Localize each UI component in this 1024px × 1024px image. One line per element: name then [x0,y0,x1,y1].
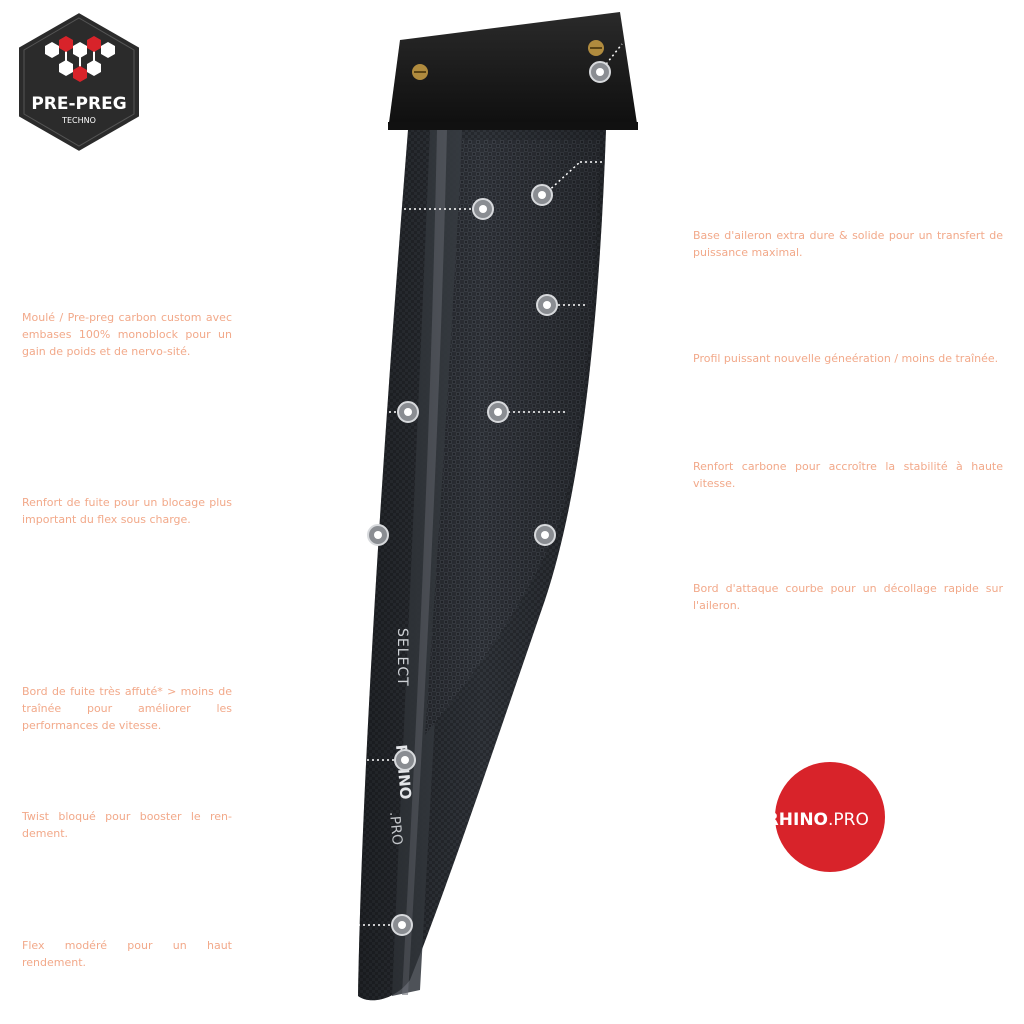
molecule-icon [45,36,115,82]
note-moderate-flex: Flex modéré pour un haut rendement. [22,939,232,969]
white-dot-marker [534,524,556,546]
callout-markers [367,61,611,936]
note-trailing-reinforcement: Renfort de fuite pour un blocage plus im… [22,496,232,526]
pre-preg-subtitle: TECHNO [61,116,96,125]
white-dot-marker [394,749,416,771]
screw-icon [412,64,428,80]
note-monoblock-base: Moulé / Pre-preg carbon custom avec emba… [22,311,232,358]
white-dot-marker [397,401,419,423]
note-sharp-trailing-edge: Bord de fuite très affuté* > moins de tr… [22,685,232,732]
rhino-pro-bold: RHINO [770,810,828,830]
screw-icon [588,40,604,56]
note-hard-base: Base d'aileron extra dure & solide pour … [693,229,1003,259]
fin-base [388,12,638,130]
rhino-pro-circle-logo [775,762,885,872]
note-locked-twist: Twist bloqué pour booster le ren-dement. [22,810,232,840]
rhino-pro-thin: .PRO [828,810,869,830]
white-dot-marker [391,914,413,936]
callout-lines [358,43,623,926]
white-dot-marker [367,524,389,546]
white-dot-marker [589,61,611,83]
white-dot-marker [536,294,558,316]
white-dot-marker [472,198,494,220]
rhino-pro-badge: RHINO .PRO [770,762,885,872]
fin-model-thin: .PRO [386,811,405,846]
fin-brand-text: SELECT [394,628,410,687]
carbon-reinforcement-panel [425,140,600,735]
pre-preg-badge: PRE-PREG TECHNO [17,10,141,154]
fin-blade [358,130,606,1001]
hexagon-outline-icon [17,10,141,154]
note-carbon-reinforcement: Renfort carbone pour accroître la stabil… [693,460,1003,490]
white-dot-marker [531,184,553,206]
note-curved-leading-edge: Bord d'attaque courbe pour un décollage … [693,582,1003,612]
pre-preg-title: PRE-PREG [31,94,126,114]
fin-model-bold: RHINO [392,744,415,800]
note-power-profile: Profil puissant nouvelle géneération / m… [693,352,999,365]
white-dot-marker [487,401,509,423]
